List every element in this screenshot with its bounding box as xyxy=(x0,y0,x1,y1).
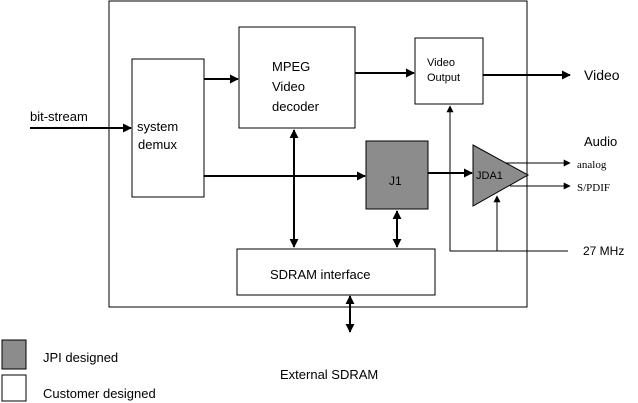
legend: JPI designed Customer designed xyxy=(1,339,156,402)
audio-label: Audio xyxy=(584,134,617,149)
spdif-label: S/PDIF xyxy=(577,182,610,194)
clock-label: 27 MHz xyxy=(583,244,624,258)
clock-line xyxy=(446,105,568,252)
legend-jpi-swatch xyxy=(1,339,27,370)
j1-label: J1 xyxy=(389,174,402,188)
legend-customer-swatch xyxy=(1,374,27,402)
bitstream-label: bit-stream xyxy=(30,109,88,124)
system-demux-label-line1: system xyxy=(137,119,178,134)
sdram-interface-block: SDRAM interface xyxy=(236,248,436,296)
jda1-label: JDA1 xyxy=(476,170,503,182)
mpeg-label-line3: decoder xyxy=(272,99,320,114)
video-output-label-line2: Output xyxy=(427,72,460,84)
external-sdram-label: External SDRAM xyxy=(280,367,378,382)
sdram-interface-label: SDRAM interface xyxy=(270,267,370,282)
system-demux-block: system demux xyxy=(131,58,205,198)
legend-customer-label: Customer designed xyxy=(43,386,156,401)
jda1-amplifier: JDA1 xyxy=(472,144,530,207)
system-demux-label-line2: demux xyxy=(138,137,178,152)
video-output-label-line1: Video xyxy=(427,57,455,69)
mpeg-label-line1: MPEG xyxy=(272,59,310,74)
video-output-block: Video Output xyxy=(414,37,484,105)
j1-block: J1 xyxy=(365,140,429,210)
analog-label: analog xyxy=(577,159,607,171)
mpeg-label-line2: Video xyxy=(272,79,305,94)
mpeg-video-decoder-block: MPEG Video decoder xyxy=(238,26,356,129)
video-label: Video xyxy=(584,67,620,83)
legend-jpi-label: JPI designed xyxy=(43,350,118,365)
